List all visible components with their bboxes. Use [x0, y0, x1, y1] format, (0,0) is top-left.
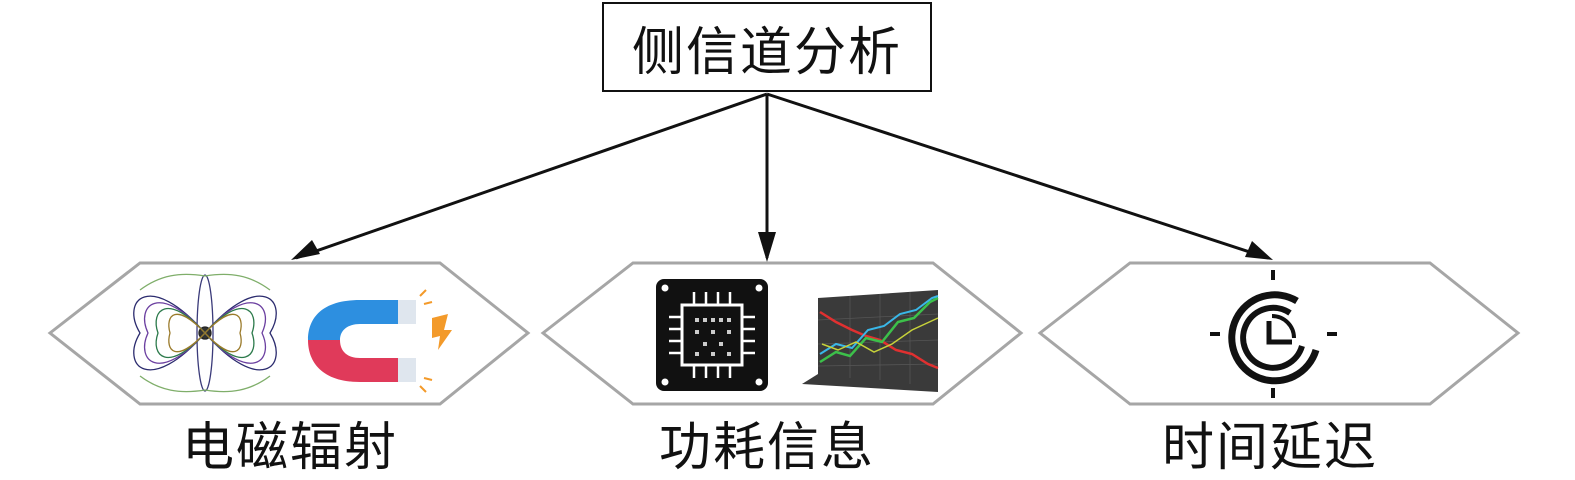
connector-arrows: [295, 92, 1269, 260]
arrow-to-em-radiation: [295, 92, 768, 260]
hexagon-time-delay: [1037, 261, 1521, 406]
arrowhead-right: [1245, 241, 1273, 260]
root-node-label: 侧信道分析: [631, 22, 902, 83]
cpu-chip-icon: [656, 279, 768, 391]
category-label-power-info: 功耗信息: [658, 418, 875, 478]
timer-clock-icon: [1210, 270, 1337, 398]
arrowhead-left: [291, 240, 320, 260]
root-node: 侧信道分析: [602, 2, 932, 92]
horseshoe-magnet-icon: [308, 289, 452, 393]
arrowheads: [291, 232, 1273, 262]
power-trace-chart-icon: [802, 290, 939, 392]
hexagon-power-info: [540, 261, 1024, 406]
category-label-time-delay: 时间延迟: [1161, 418, 1378, 478]
arrow-to-time-delay: [766, 92, 1269, 260]
category-label-em-radiation: 电磁辐射: [181, 418, 398, 478]
arrowhead-center: [758, 232, 776, 262]
magnetic-field-lines-icon: [133, 273, 277, 393]
hexagon-em-radiation: [47, 261, 531, 406]
